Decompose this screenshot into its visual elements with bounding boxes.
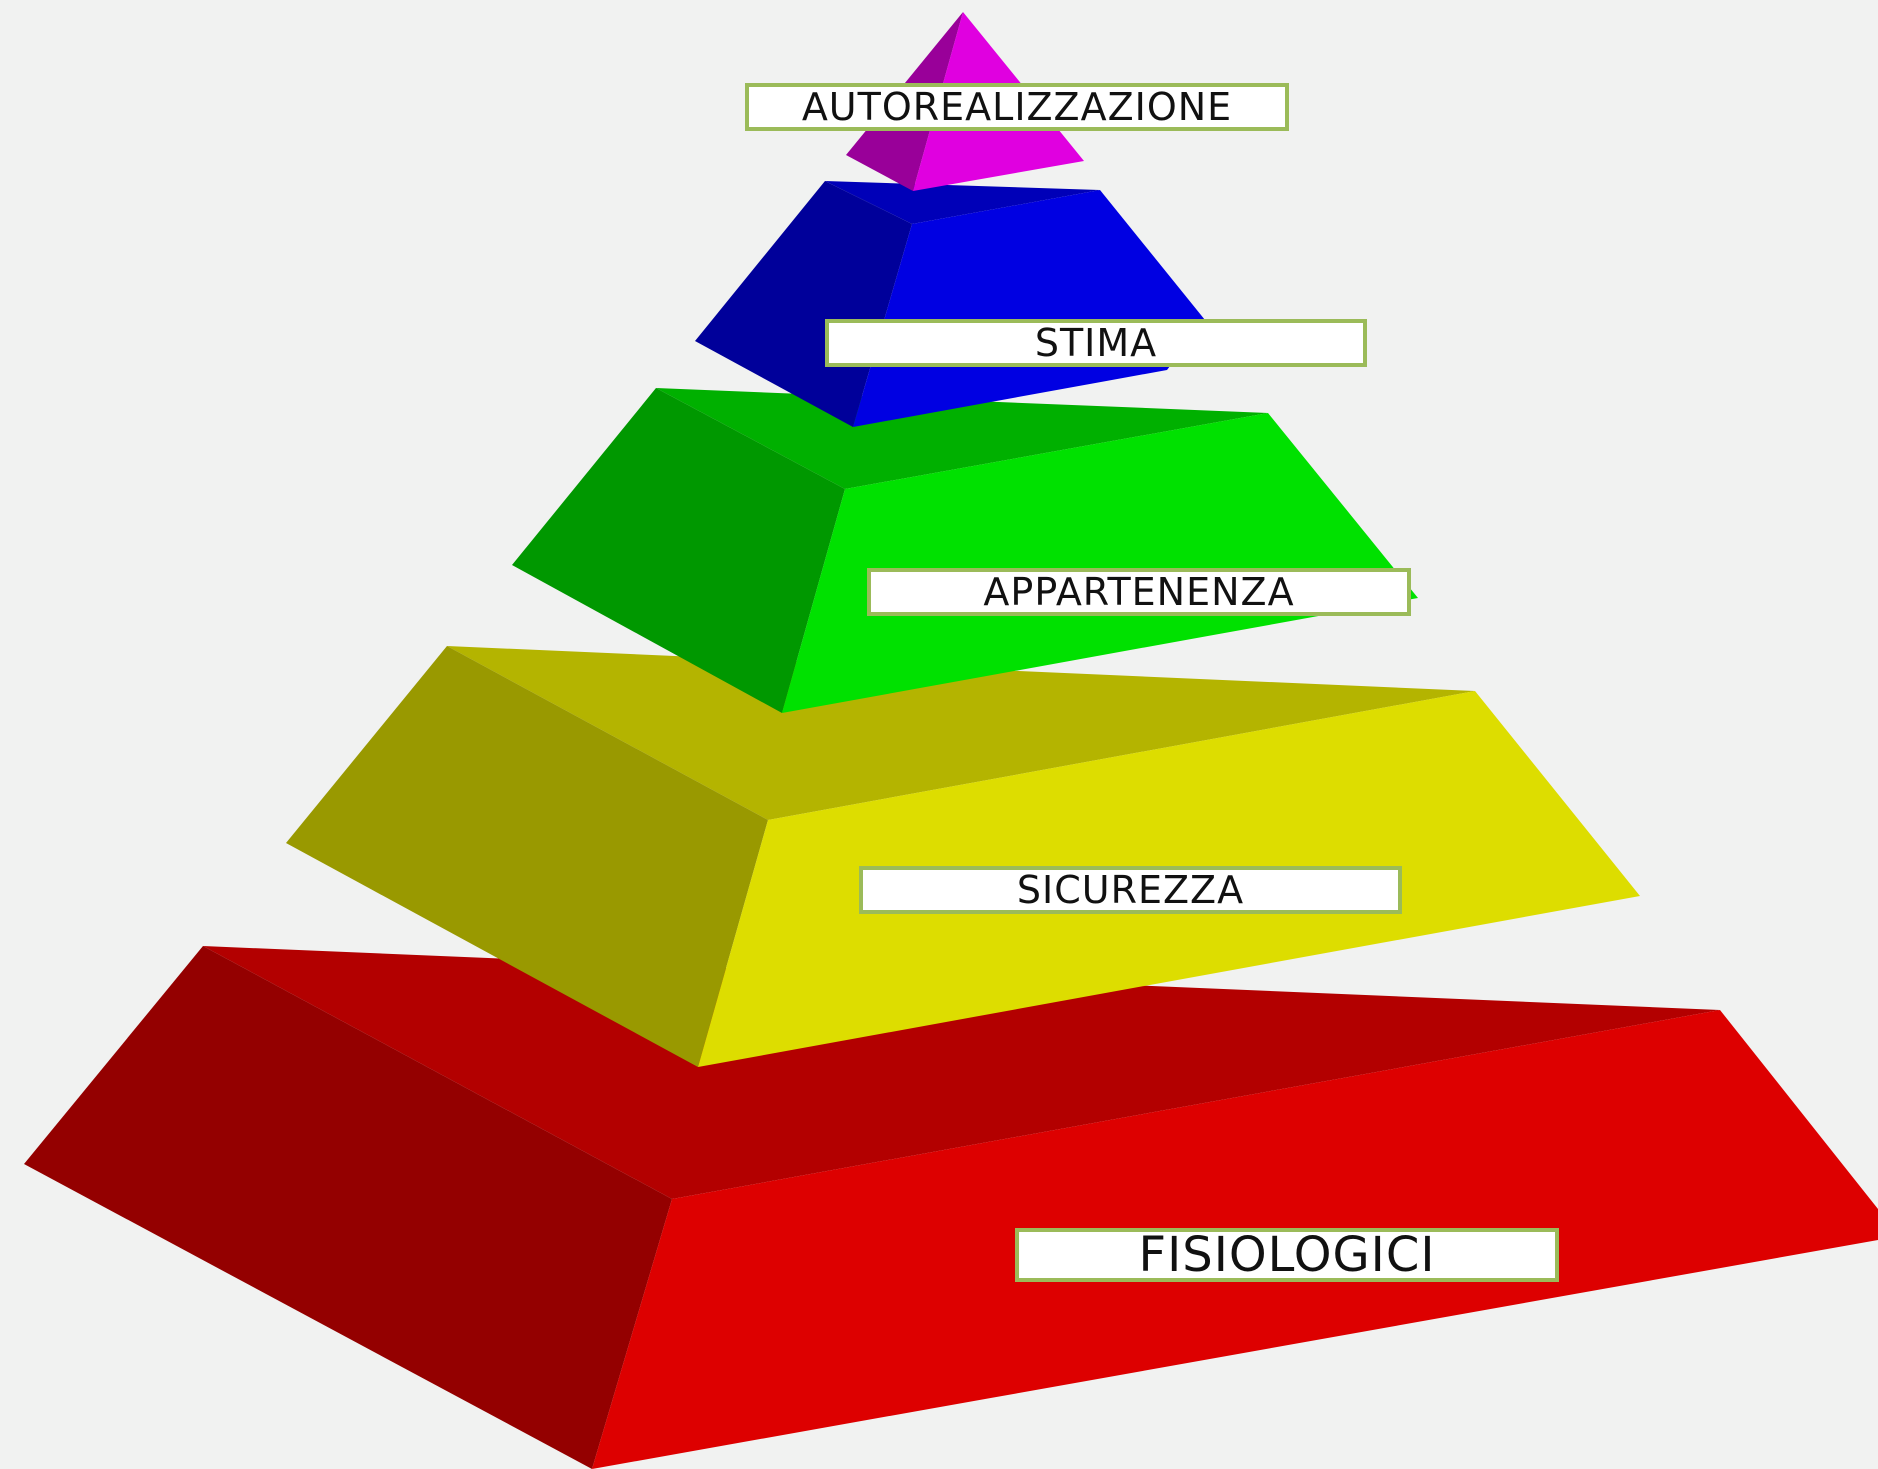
label-autorealizzazione: AUTOREALIZZAZIONE xyxy=(745,83,1289,131)
tier-appartenenza-top-face xyxy=(656,388,1268,489)
label-appartenenza-text: APPARTENENZA xyxy=(983,570,1295,614)
tier-fisiologici xyxy=(24,946,1878,1469)
tier-fisiologici-left-face xyxy=(24,946,672,1469)
tier-stima xyxy=(695,181,1205,427)
label-autorealizzazione-text: AUTOREALIZZAZIONE xyxy=(801,85,1233,129)
label-sicurezza-text: SICUREZZA xyxy=(1016,868,1245,912)
tier-stima-front-face xyxy=(853,190,1205,427)
tier-sicurezza-left-face xyxy=(286,646,768,1067)
tier-appartenenza-front-face xyxy=(782,413,1418,713)
tier-fisiologici-top-face xyxy=(203,946,1720,1199)
label-fisiologici: FISIOLOGICI xyxy=(1015,1227,1559,1283)
label-sicurezza: SICUREZZA xyxy=(859,866,1402,914)
label-appartenenza: APPARTENENZA xyxy=(867,568,1411,616)
tier-stima-top-face xyxy=(825,181,1100,224)
tier-appartenenza xyxy=(512,388,1418,713)
tier-appartenenza-left-face xyxy=(512,388,845,713)
label-stima: STIMA xyxy=(825,319,1367,367)
label-fisiologici-text: FISIOLOGICI xyxy=(1138,1227,1436,1283)
label-stima-text: STIMA xyxy=(1034,321,1158,365)
tier-sicurezza-top-face xyxy=(447,646,1475,820)
